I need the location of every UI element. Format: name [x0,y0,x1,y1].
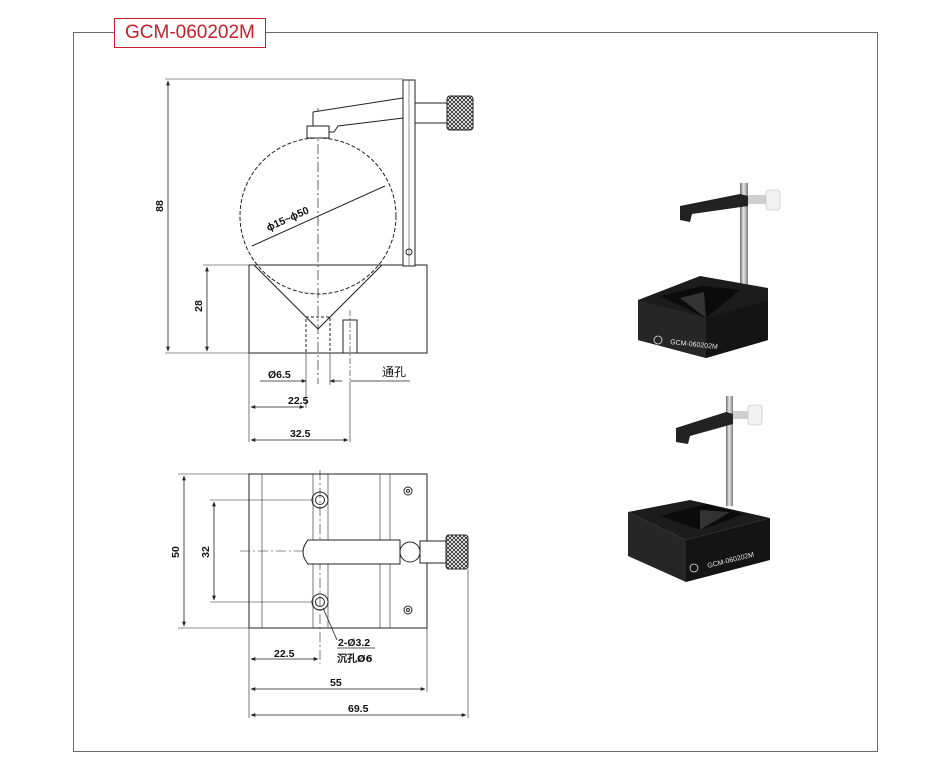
top-post [399,541,421,563]
dim-counterbore-diameter: 沉孔Ø6 [337,652,373,665]
arm-tip [306,125,330,139]
dim-half-width: 32.5 [290,428,311,440]
top-view-dimension-labels: 50 32 2-Ø3.2 沉孔Ø6 22.5 55 69.5 [170,546,373,715]
top-knurled-knob [445,534,469,570]
dim-depth: 50 [170,546,182,558]
dim-hole-diameter: Ø6.5 [268,369,291,381]
dim-height-base: 28 [193,300,205,312]
dim-hole-offset: 22.5 [288,395,309,407]
dim-overall-width: 69.5 [348,703,369,715]
diameter-line [251,185,386,247]
dim-height-total: 88 [154,200,166,212]
dim-top-hole-offset: 22.5 [274,648,295,660]
label-through-hole: 通孔 [382,365,406,379]
small-hole-bottom [403,605,413,615]
top-knob-shaft [419,540,447,564]
photo-1-label: GCM-060202M [670,339,718,351]
post-pin [405,248,413,256]
front-view [165,78,474,442]
drawing-frame [73,32,878,752]
top-view [178,470,469,718]
dim-counterbore: 2-Ø3.2 [338,637,370,649]
knob-shaft [414,102,448,124]
product-photo-1: GCM-060202M [638,183,781,358]
dim-hole-spacing: 32 [200,546,212,558]
dim-base-width: 55 [330,677,342,689]
knurled-knob [446,95,474,131]
small-hole-top [403,486,413,496]
model-title: GCM-060202M [114,18,266,48]
through-hole [305,316,331,354]
top-arm [302,539,401,565]
product-photo-2: GCM-060202M [628,396,770,582]
